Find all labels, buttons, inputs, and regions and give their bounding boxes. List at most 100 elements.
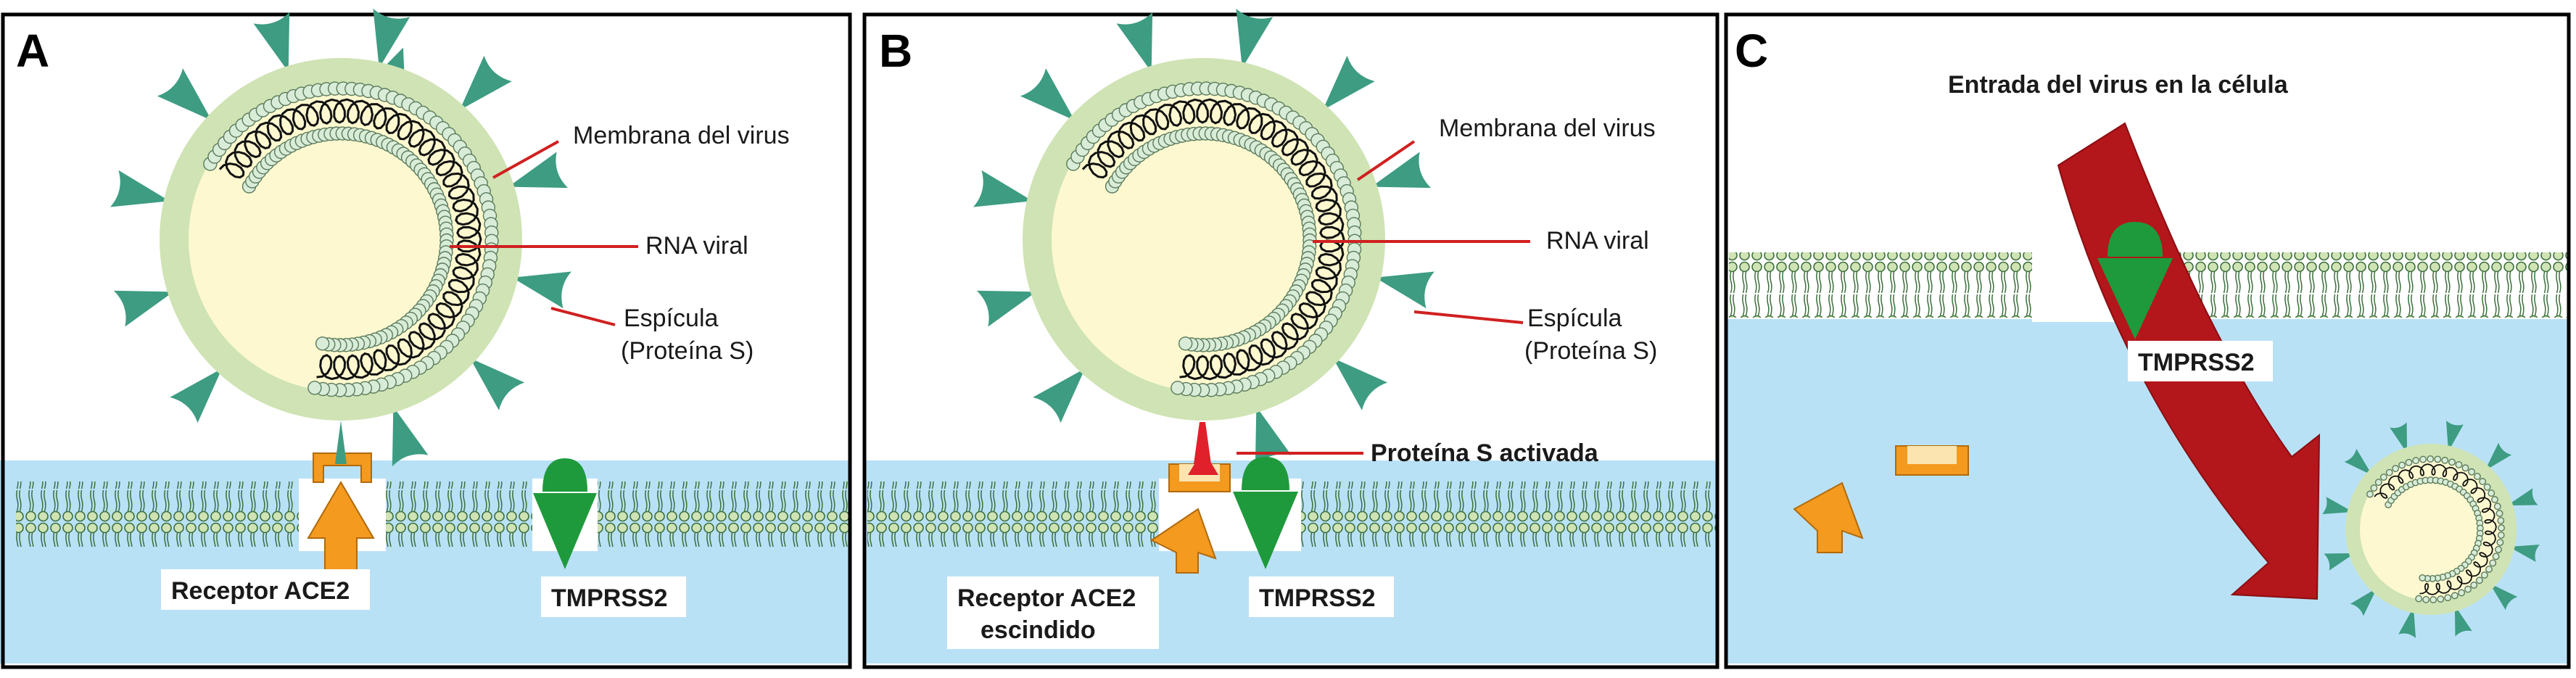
panel-frame xyxy=(1,12,852,669)
virus-particle xyxy=(973,9,1434,467)
spike-protein xyxy=(1020,68,1075,121)
membrane-bead xyxy=(2470,581,2478,589)
label-box xyxy=(2128,341,2273,381)
membrane-bead xyxy=(2374,479,2382,487)
membrane-bead xyxy=(2444,594,2452,602)
panel-frame xyxy=(1724,12,2571,669)
spike-protein-ring xyxy=(110,9,571,467)
viral-rna-coil xyxy=(1081,98,1345,381)
virus-membrane-beads xyxy=(2366,455,2505,603)
spike-protein xyxy=(1255,406,1292,467)
membrane-bead xyxy=(2366,490,2374,498)
membrane-bead xyxy=(2483,483,2491,491)
membrane-bead xyxy=(2451,592,2459,600)
membrane-bead xyxy=(2488,489,2496,497)
spike-protein xyxy=(2454,605,2472,637)
spike-protein xyxy=(113,290,174,327)
membrane-bead xyxy=(315,336,330,351)
label-viral-rna: RNA viral xyxy=(645,232,748,260)
membrane-bead xyxy=(2385,468,2393,476)
membrane-bead xyxy=(2430,596,2437,603)
membrane-bead xyxy=(2489,559,2497,567)
spike-protein-ring xyxy=(973,9,1434,467)
rna-strand xyxy=(2374,463,2497,595)
panel-letter: C xyxy=(1735,25,1768,77)
label-ace2: Receptor ACE2 xyxy=(957,584,1136,612)
label-spike: Espícula xyxy=(624,305,718,332)
spike-protein xyxy=(253,12,290,73)
membrane-bead xyxy=(2455,460,2463,468)
spike-protein xyxy=(512,271,571,309)
virus-membrane-beads xyxy=(203,81,499,397)
membrane-bead xyxy=(2458,589,2466,597)
membrane-bead xyxy=(2480,571,2488,579)
membrane-bead xyxy=(2496,539,2504,546)
spike-protein xyxy=(373,9,410,68)
membrane-bead xyxy=(2495,545,2502,553)
cell-membrane xyxy=(16,481,850,547)
membrane-bead xyxy=(2461,464,2469,472)
spike-protein xyxy=(2485,442,2512,471)
spike-protein xyxy=(392,406,429,467)
spike-protein xyxy=(973,170,1033,207)
membrane-bead xyxy=(2479,478,2487,485)
membrane-bead xyxy=(2473,473,2481,480)
spike-protein xyxy=(2398,607,2416,638)
panel-letter: A xyxy=(16,25,49,77)
spike-protein xyxy=(2324,553,2356,571)
label-box xyxy=(541,576,686,617)
spike-protein xyxy=(1116,12,1153,73)
spike-protein xyxy=(2489,583,2518,611)
ace2-fragment xyxy=(1895,445,1969,476)
label-box xyxy=(947,576,1159,649)
tmprss2-protease xyxy=(2097,222,2173,339)
spike-protein xyxy=(1236,9,1273,68)
membrane-bead xyxy=(2485,566,2493,573)
label-box xyxy=(1249,576,1394,617)
spike-protein xyxy=(2506,488,2538,506)
membrane-bead xyxy=(2464,585,2472,593)
panel-b: B Membrana del virus RNA viral Espícula … xyxy=(862,9,1720,669)
viral-rna-coil xyxy=(218,98,482,381)
spike-protein xyxy=(2390,422,2408,454)
membrane-bead xyxy=(307,381,322,395)
label-box xyxy=(161,569,370,610)
virus-particle xyxy=(110,9,571,467)
membrane-bead xyxy=(2492,553,2500,561)
spike-protein xyxy=(1371,152,1432,189)
tmprss2-protease xyxy=(533,458,597,569)
membrane-bead xyxy=(2475,576,2483,584)
label-viral-rna: RNA viral xyxy=(1546,227,1649,255)
membrane-bead xyxy=(2493,503,2501,510)
tmprss2-protease xyxy=(1233,457,1298,569)
panel-letter: B xyxy=(879,25,912,77)
membrane-bead xyxy=(2415,595,2423,603)
membrane-bead xyxy=(2497,532,2505,539)
rna-strand xyxy=(218,98,482,381)
membrane-bead xyxy=(2427,455,2435,463)
spike-protein xyxy=(170,368,223,423)
spike-protein xyxy=(2446,421,2464,452)
panel-a: A Membrana del virus RNA viral Espícula … xyxy=(0,9,852,669)
membrane-bead xyxy=(2496,510,2503,517)
spike-protein xyxy=(508,152,569,189)
membrane-bead xyxy=(2405,458,2413,466)
spike-protein xyxy=(1375,271,1434,309)
membrane-bead xyxy=(2422,595,2430,603)
membrane-bead xyxy=(2434,455,2442,463)
label-tmprss2: TMPRSS2 xyxy=(2138,349,2255,376)
membrane-bead xyxy=(2392,465,2400,473)
membrane-bead xyxy=(1171,381,1185,395)
rna-strand xyxy=(1081,98,1345,381)
label-activated-spike: Proteína S activada xyxy=(1371,439,1599,467)
membrane-bead xyxy=(2419,574,2427,582)
ace2-fragment xyxy=(1793,481,1864,553)
label-spike-protein: (Proteína S) xyxy=(621,337,754,365)
membrane-bead xyxy=(2419,455,2427,463)
membrane-bead xyxy=(2379,474,2387,481)
label-virus-membrane: Membrana del virus xyxy=(1439,115,1656,142)
membrane-bead xyxy=(1178,336,1193,351)
viral-rna-coil xyxy=(2374,463,2497,595)
membrane-bead xyxy=(2498,524,2505,532)
